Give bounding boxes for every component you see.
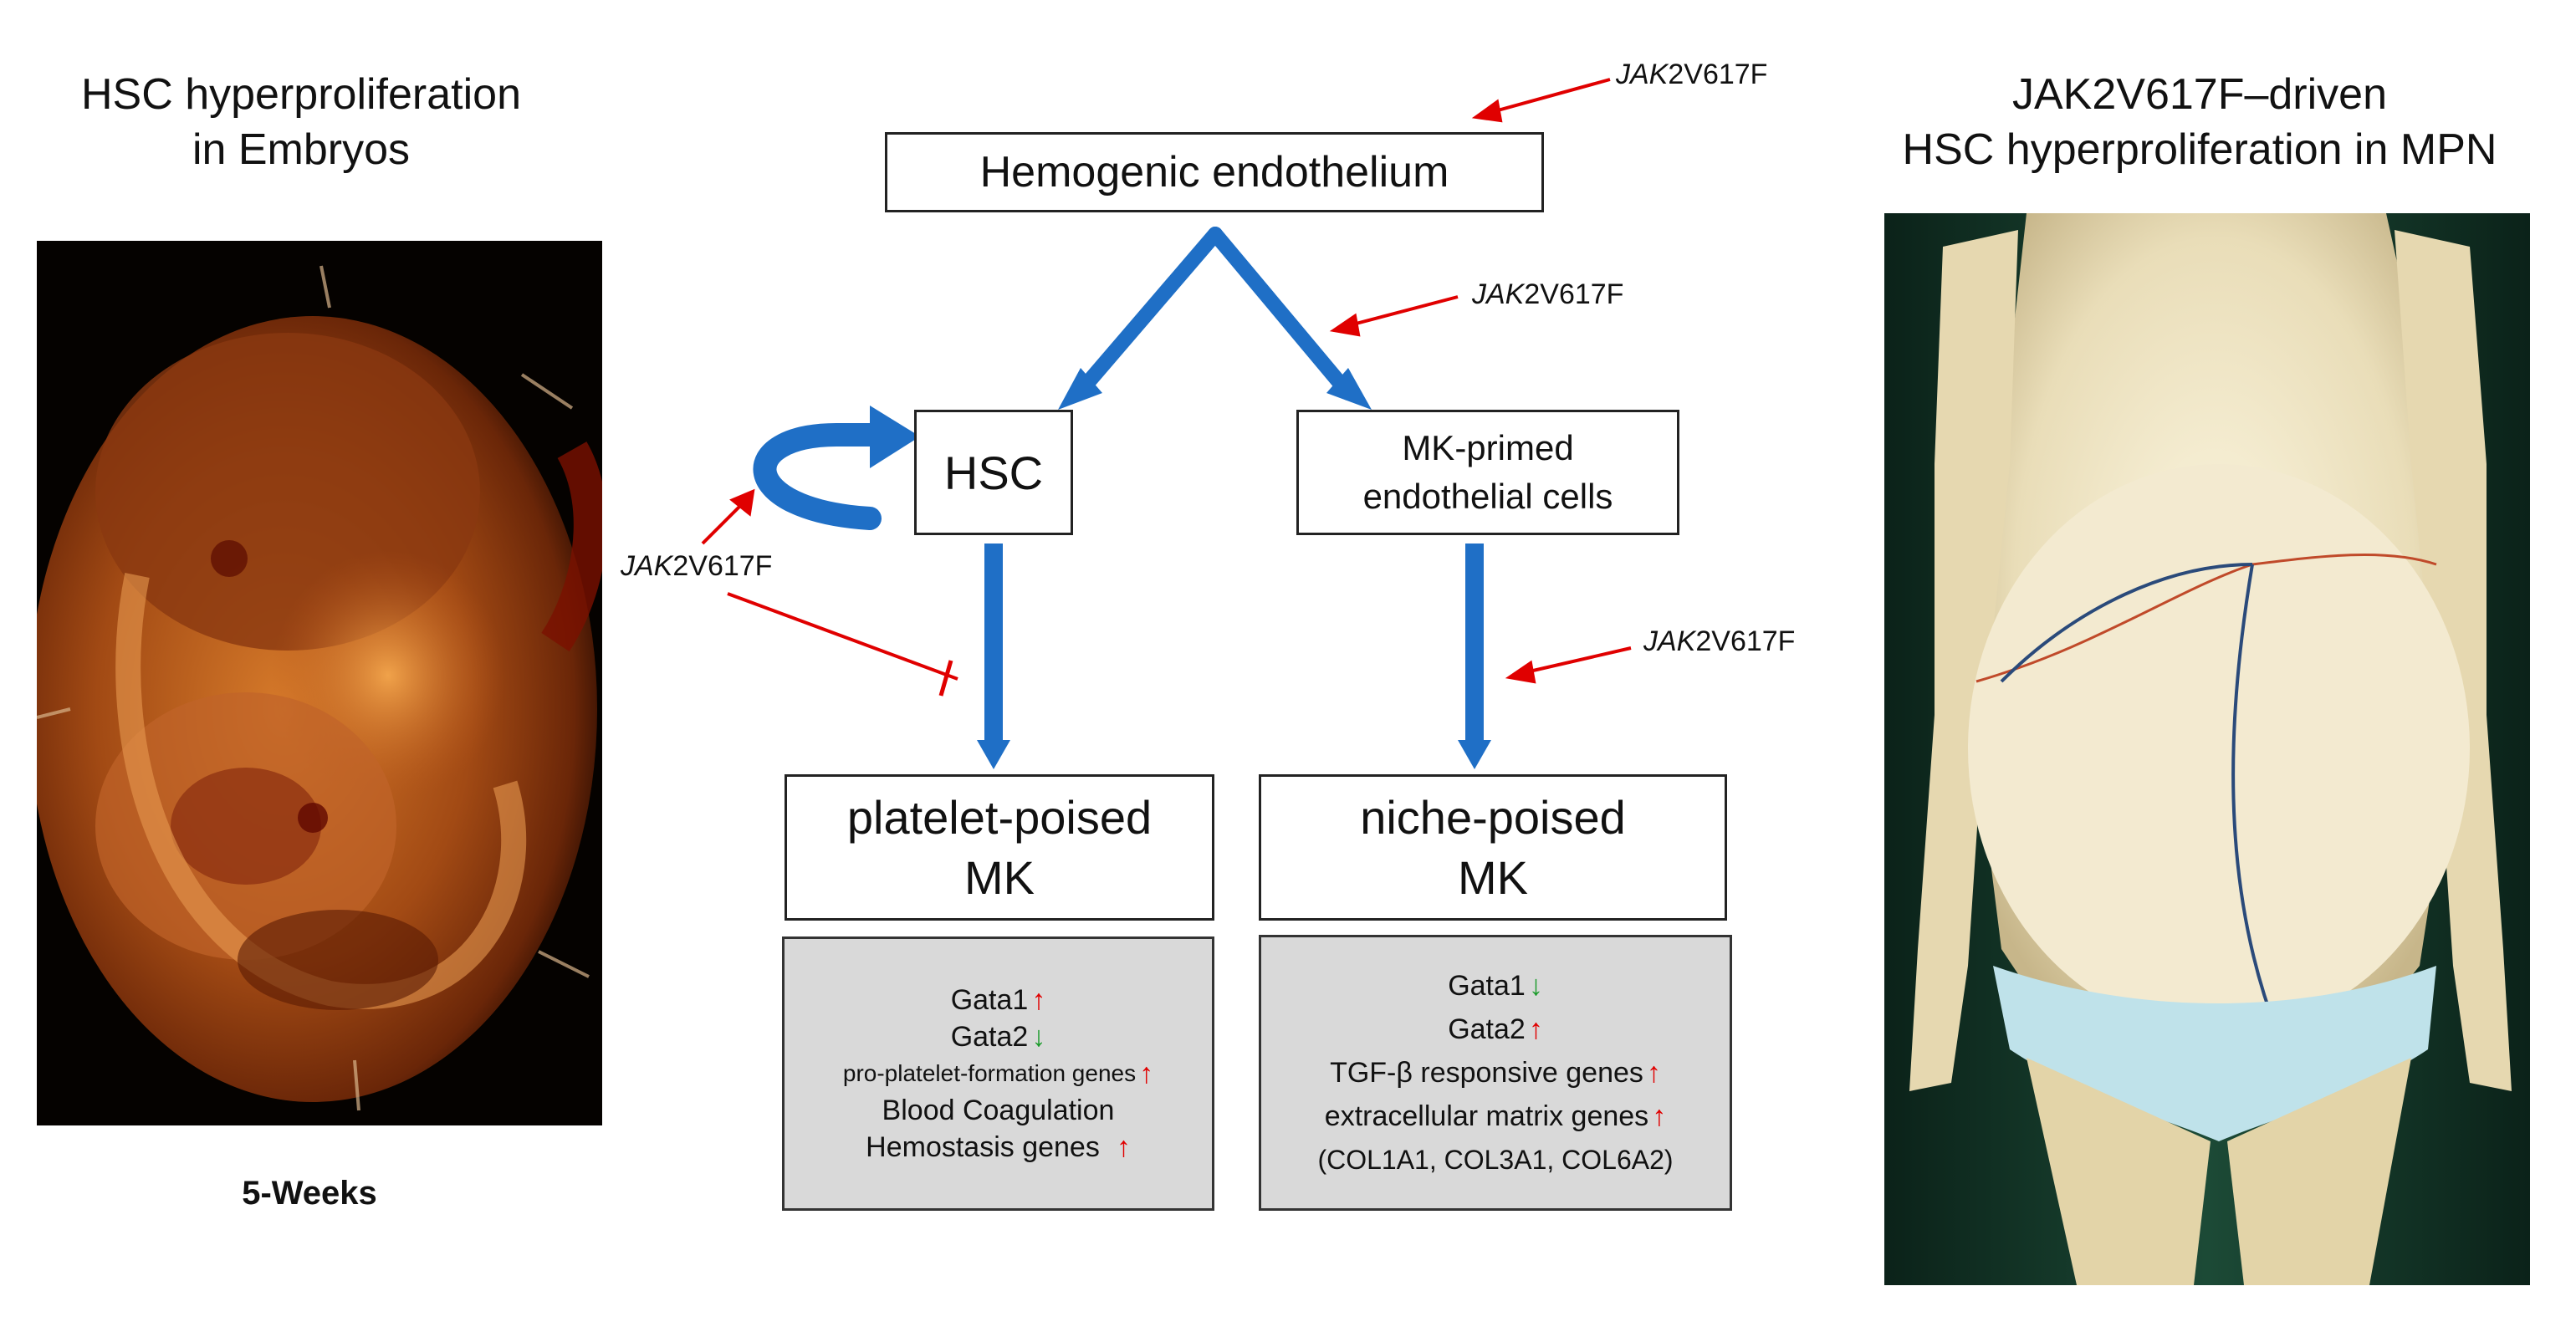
patient-illustration [1884, 213, 2530, 1285]
mk-primed-label-line2: endothelial cells [1362, 477, 1613, 516]
left-title-line2: in Embryos [192, 125, 411, 174]
up-arrow-icon: ↑ [1031, 984, 1046, 1016]
platelet-gene-gata1: Gata1↑ [951, 982, 1046, 1018]
flow-arrow-to-mk-primed [1208, 227, 1372, 410]
patient-photo [1884, 213, 2530, 1285]
mk-primed-endothelial-box: MK-primed endothelial cells [1296, 410, 1679, 535]
niche-gene-collagens: (COL1A1, COL3A1, COL6A2) [1317, 1145, 1674, 1175]
hsc-box: HSC [914, 410, 1073, 535]
mutation-label-niche: JAK2V617F [1643, 625, 1796, 657]
platelet-gene-blood-coagulation: Blood Coagulation [882, 1095, 1115, 1126]
embryo-photo [37, 241, 602, 1125]
right-title: JAK2V617F–driven HSC hyperproliferation … [1823, 67, 2576, 177]
platelet-gene-hemostasis: Hemostasis genes↑ [866, 1129, 1131, 1166]
self-renewal-arrow [753, 406, 920, 530]
platelet-gene-proplatelet: pro-platelet-formation genes↑ [843, 1055, 1153, 1092]
up-arrow-icon: ↑ [1646, 1057, 1661, 1089]
platelet-poised-mk-box: platelet-poised MK [785, 774, 1214, 921]
niche-mk-label-line1: niche-poised [1360, 790, 1626, 844]
hsc-label: HSC [943, 446, 1044, 499]
niche-poised-mk-box: niche-poised MK [1259, 774, 1727, 921]
mutation-label-branch: JAK2V617F [1472, 278, 1624, 310]
platelet-gene-gata2: Gata2↓ [951, 1018, 1046, 1055]
niche-mk-label-line2: MK [1458, 850, 1528, 904]
niche-genes-box: Gata1↓ Gata2↑ TGF-β responsive genes↑ ex… [1259, 935, 1732, 1211]
left-title: HSC hyperproliferation in Embryos [0, 67, 602, 177]
up-arrow-icon: ↑ [1116, 1131, 1131, 1163]
mutation-arrow-top [1471, 78, 1611, 123]
niche-gene-tgf-beta: TGF-β responsive genes↑ [1330, 1051, 1661, 1095]
niche-gene-gata1: Gata1↓ [1448, 964, 1543, 1008]
up-arrow-icon: ↑ [1528, 1013, 1543, 1045]
hemogenic-endothelium-label: Hemogenic endothelium [979, 148, 1449, 196]
down-arrow-icon: ↓ [1031, 1021, 1046, 1053]
flow-arrow-to-hsc [1058, 227, 1223, 410]
right-title-line1: JAK2V617F–driven [2011, 70, 2388, 119]
niche-gene-ecm: extracellular matrix genes↑ [1325, 1095, 1666, 1138]
up-arrow-icon: ↑ [1139, 1058, 1154, 1090]
mutation-inhibition-line [727, 592, 958, 697]
niche-gene-gata2: Gata2↑ [1448, 1008, 1543, 1051]
left-title-line1: HSC hyperproliferation [80, 70, 522, 119]
mk-primed-label-line1: MK-primed [1402, 428, 1574, 467]
down-arrow-icon: ↓ [1528, 970, 1543, 1002]
mutation-label-top: JAK2V617F [1616, 59, 1768, 90]
up-arrow-icon: ↑ [1652, 1100, 1667, 1132]
mutation-arrow-branch [1329, 295, 1459, 337]
platelet-genes-box: Gata1↑ Gata2↓ pro-platelet-formation gen… [782, 936, 1214, 1211]
mutation-label-hsc: JAK2V617F [621, 550, 773, 582]
hemogenic-endothelium-box: Hemogenic endothelium [885, 132, 1544, 212]
embryo-illustration [37, 241, 602, 1125]
mutation-arrow-hsc [701, 488, 755, 545]
flow-arrow-hsc-to-platelet-mk [977, 544, 1010, 769]
mutation-arrow-niche [1505, 646, 1632, 684]
platelet-mk-label-line1: platelet-poised [846, 790, 1153, 844]
platelet-mk-label-line2: MK [964, 850, 1035, 904]
right-title-line2: HSC hyperproliferation in MPN [1902, 125, 2497, 174]
flow-arrow-mk-primed-to-niche-mk [1458, 544, 1491, 769]
embryo-caption: 5-Weeks [242, 1175, 377, 1212]
